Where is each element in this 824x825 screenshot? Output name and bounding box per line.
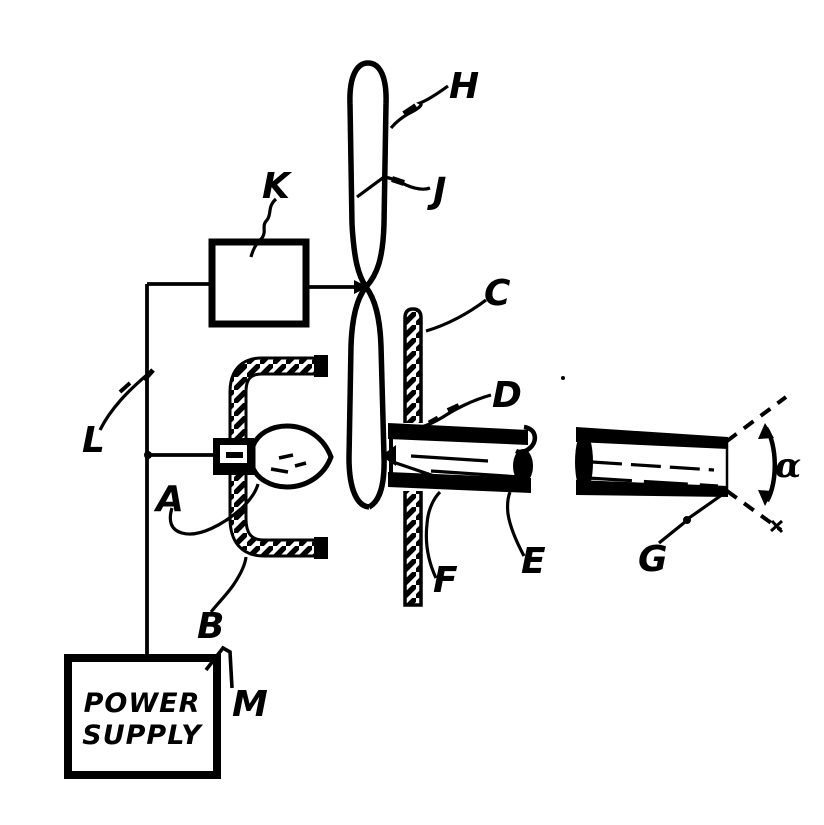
blade-edge-right-to-left [346, 103, 389, 510]
projection-line-lower [725, 489, 783, 532]
bulb-filament-marks [270, 453, 307, 474]
leader-j-dash [391, 176, 405, 186]
tube-e-shading-lines [392, 454, 521, 483]
leader-b [209, 556, 248, 613]
projection-end-tick [769, 519, 784, 534]
tube-e-right-cap [513, 449, 533, 483]
socket-contact [226, 452, 243, 458]
label-m: M [232, 684, 268, 725]
u-tube-end-cap-bottom [314, 537, 328, 559]
label-a: A [153, 479, 184, 520]
lamp-socket [213, 438, 254, 475]
leader-m [204, 645, 234, 689]
tube-holder-bar [388, 423, 528, 445]
label-l: L [82, 420, 105, 461]
label-h: H [449, 66, 479, 107]
projection-line-upper [725, 395, 788, 443]
beam-angle-group: α [725, 395, 801, 534]
power-supply-outline [64, 654, 221, 779]
wire-junction-dot [144, 451, 152, 459]
label-c: C [484, 273, 511, 314]
component-box-k [208, 238, 310, 328]
leader-l-barb [118, 381, 132, 394]
power-supply-box: POWER SUPPLY [64, 654, 221, 779]
leader-e [506, 491, 526, 557]
angle-arc-arrow-top [758, 423, 774, 439]
leader-a [168, 483, 260, 536]
leader-g [657, 490, 727, 545]
tube-e-bottom-bar [388, 472, 531, 493]
leader-g-blob [683, 516, 691, 524]
reference-labels: H J K C D L A B F E G M [82, 66, 668, 725]
tube-g-top-bar [576, 427, 728, 449]
leader-lines [98, 84, 727, 689]
tube-g-bottom-bar [576, 480, 728, 497]
angle-arc-arrow-bottom [758, 490, 773, 506]
tube-g-shading-lines [587, 460, 719, 488]
leader-h [389, 84, 449, 130]
leader-h-dash [402, 103, 418, 117]
leader-d-dash1 [446, 403, 461, 414]
label-d: D [492, 375, 522, 416]
leader-d-dash2 [427, 415, 440, 426]
u-tube-end-cap-top [314, 355, 328, 377]
leader-c [425, 298, 487, 333]
label-k: K [262, 166, 293, 207]
wire-arrowhead [354, 280, 368, 294]
label-f: F [433, 560, 458, 601]
angle-arc [764, 426, 777, 503]
tube-e-left-wedge [381, 445, 396, 466]
power-supply-label-line2: SUPPLY [82, 720, 203, 751]
tube-e-assembly [381, 423, 538, 493]
leader-l [98, 372, 150, 431]
leader-j [356, 175, 431, 199]
circuit-wiring [145, 282, 358, 658]
leader-f [424, 490, 442, 579]
lamp-bulb [250, 423, 334, 490]
ink-speck [561, 376, 565, 380]
label-g: G [638, 539, 668, 580]
blade-top-arc [347, 60, 389, 105]
blade-edge-left-to-right [347, 103, 387, 510]
tube-g-left-cap [575, 431, 593, 493]
angle-label: α [775, 446, 801, 486]
leader-l-tip [142, 368, 155, 382]
tube-g-assembly [575, 427, 729, 497]
leader-d [415, 393, 492, 430]
label-j: J [427, 171, 446, 212]
power-supply-label-line1: POWER [84, 688, 201, 719]
label-e: E [521, 541, 546, 582]
fan-blade [346, 60, 389, 510]
leader-k [249, 197, 278, 258]
label-b: B [197, 606, 224, 647]
